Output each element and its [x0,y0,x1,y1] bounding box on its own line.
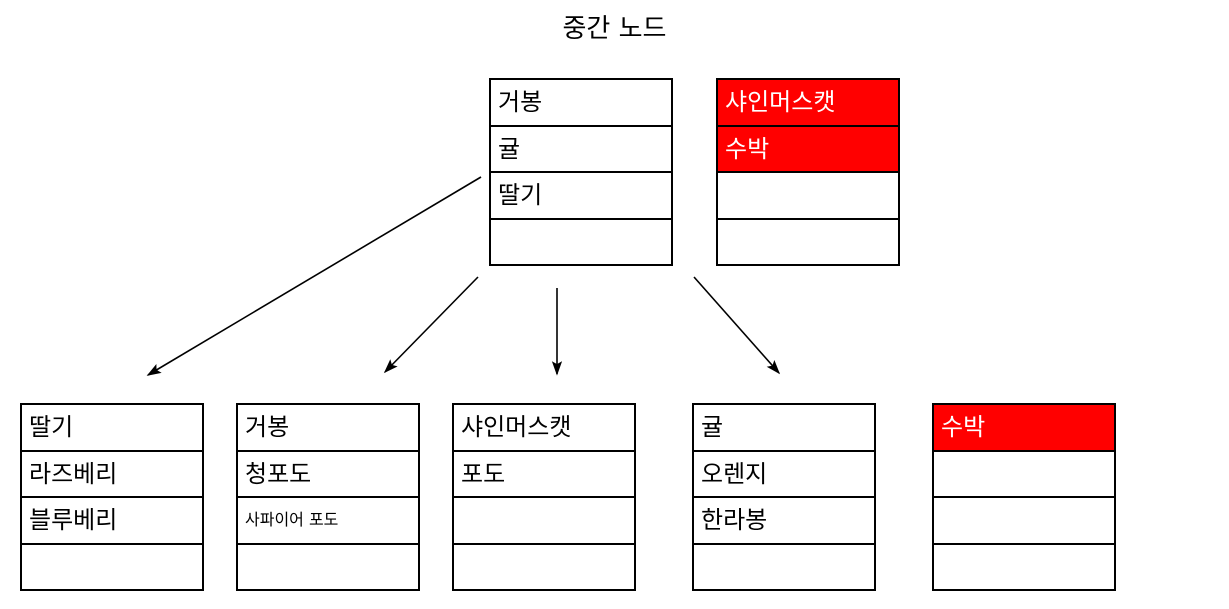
page-title: 중간 노드 [562,14,667,44]
node-slot-empty[interactable] [491,219,671,264]
node-slot-empty[interactable] [718,173,898,220]
node-slot[interactable]: 귤 [694,405,874,452]
node-slot[interactable]: 귤 [491,126,671,173]
node-slot-empty[interactable] [934,544,1114,589]
node-slot[interactable]: 청포도 [238,451,418,498]
node-slot[interactable]: 블루베리 [22,498,202,545]
arrow-to-leaf-2 [383,276,479,374]
node-slot[interactable]: 수박 [934,405,1114,452]
arrow-to-leaf-4 [693,276,781,375]
node-slot-empty[interactable] [454,544,634,589]
node-slot[interactable]: 딸기 [491,173,671,220]
leaf-node-5[interactable]: 수박 [932,403,1116,591]
node-slot-empty[interactable] [934,498,1114,545]
node-slot[interactable]: 한라봉 [694,498,874,545]
node-slot[interactable]: 오렌지 [694,451,874,498]
node-slot[interactable]: 수박 [718,126,898,173]
node-slot[interactable]: 포도 [454,451,634,498]
node-slot-empty[interactable] [238,544,418,589]
node-slot-empty[interactable] [718,219,898,264]
node-slot-empty[interactable] [454,498,634,545]
node-slot[interactable]: 라즈베리 [22,451,202,498]
node-slot[interactable]: 딸기 [22,405,202,452]
node-slot[interactable]: 사파이어 포도 [238,498,418,545]
node-slot-empty[interactable] [694,544,874,589]
node-slot-empty[interactable] [22,544,202,589]
node-slot-empty[interactable] [934,451,1114,498]
node-slot[interactable]: 샤인머스캣 [718,80,898,127]
node-slot[interactable]: 거봉 [491,80,671,127]
arrow-to-leaf-1 [146,176,482,376]
node-slot[interactable]: 거봉 [238,405,418,452]
node-slot[interactable]: 샤인머스캣 [454,405,634,452]
